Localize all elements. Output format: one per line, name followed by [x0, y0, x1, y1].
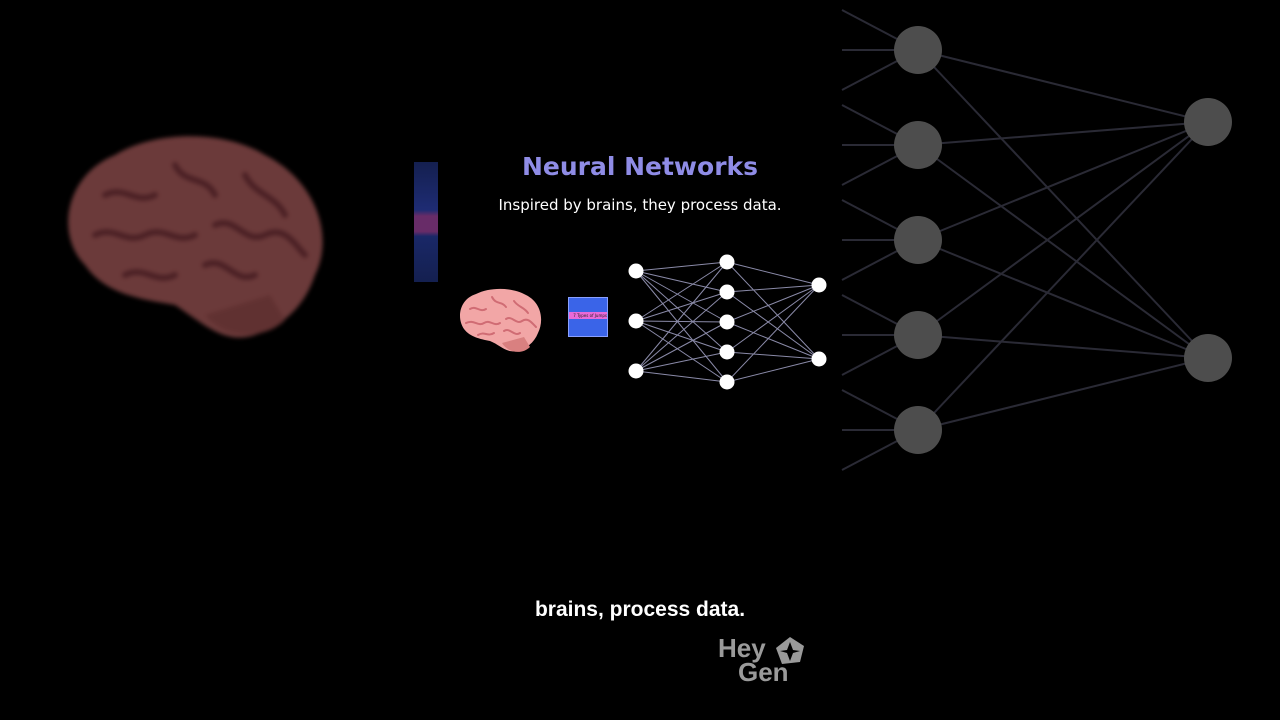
slide-title: Neural Networks	[521, 152, 759, 181]
connection-line	[917, 49, 1209, 123]
connection-line	[635, 261, 728, 272]
connection-line	[726, 284, 820, 383]
connection-line	[635, 261, 728, 322]
connection-line	[635, 261, 728, 372]
heygen-watermark: Hey Gen	[718, 633, 808, 688]
slide-subtitle: Inspired by brains, they process data.	[498, 196, 782, 214]
connection-line	[917, 357, 1209, 431]
blurred-brain-illustration	[68, 136, 323, 338]
connection-line	[635, 321, 728, 372]
connection-line	[917, 121, 1209, 431]
thumbnail-label: 7 Types of Jumps	[569, 312, 607, 319]
connection-line	[726, 261, 820, 360]
connection-line	[726, 291, 820, 360]
connection-line	[635, 291, 728, 322]
connection-line	[635, 291, 728, 372]
connection-line	[726, 284, 820, 293]
connection-line	[635, 320, 728, 353]
connection-line	[726, 321, 820, 360]
network-node	[628, 263, 644, 279]
connection-line	[635, 270, 728, 293]
connection-line	[917, 121, 1209, 336]
brain-icon	[460, 288, 542, 352]
connection-line	[726, 358, 820, 383]
connection-line	[635, 320, 728, 323]
network-node	[894, 216, 942, 264]
network-node	[719, 374, 735, 390]
network-node	[628, 363, 644, 379]
video-thumbnail: 7 Types of Jumps	[568, 297, 608, 337]
network-node	[1184, 334, 1232, 382]
connection-line	[635, 270, 728, 353]
connection-line	[917, 121, 1209, 241]
network-node	[894, 311, 942, 359]
connection-line	[635, 270, 728, 323]
blurred-thumbnail	[414, 162, 438, 282]
connection-line	[917, 121, 1209, 146]
connection-line	[726, 284, 820, 353]
connection-line	[726, 351, 820, 360]
connection-line	[917, 144, 1209, 359]
network-node	[719, 284, 735, 300]
network-node	[894, 26, 942, 74]
connection-line	[917, 49, 1209, 359]
network-node	[628, 313, 644, 329]
connection-line	[726, 261, 820, 286]
connection-line	[635, 270, 728, 383]
network-node	[719, 314, 735, 330]
heygen-logo-icon	[776, 637, 804, 664]
network-node	[894, 406, 942, 454]
connection-line	[635, 351, 728, 372]
network-node	[1184, 98, 1232, 146]
connection-line	[635, 370, 728, 383]
connection-line	[726, 284, 820, 323]
network-node	[811, 351, 827, 367]
watermark-line2: Gen	[738, 657, 789, 687]
network-node	[894, 121, 942, 169]
connection-line	[917, 239, 1209, 359]
network-node	[719, 344, 735, 360]
network-node	[811, 277, 827, 293]
connection-line	[635, 320, 728, 383]
network-node	[719, 254, 735, 270]
watermark-line1: Hey	[718, 633, 766, 663]
subtitle-caption: brains, process data.	[534, 598, 746, 621]
connection-line	[917, 334, 1209, 359]
